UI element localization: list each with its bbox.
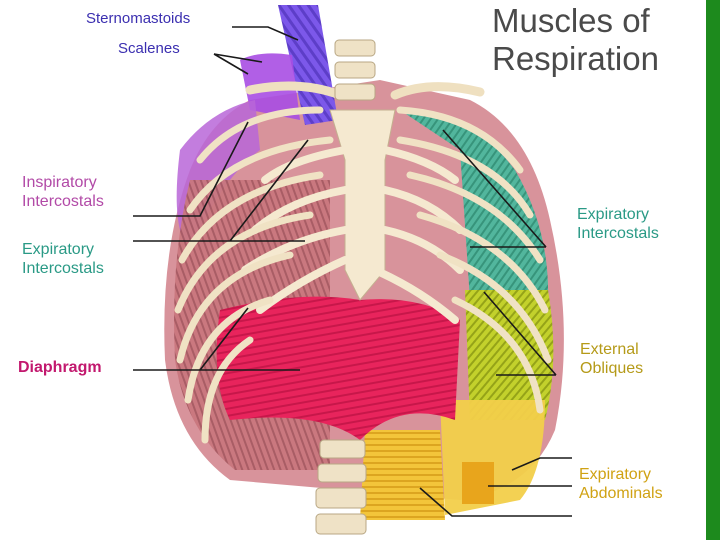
label-sternomastoids: Sternomastoids [86, 10, 190, 27]
label-abdominals-line-1: Expiratory [579, 466, 652, 483]
label-obliques-line-1: External [580, 341, 639, 358]
label-inspiratory-line-2: Intercostals [22, 193, 104, 210]
expiratory-abdominal [360, 430, 445, 520]
label-expiratory-intercostals-left: Expiratory Intercostals [22, 240, 104, 278]
clavicle-left [245, 81, 345, 100]
leader-expiratory-left [133, 139, 309, 242]
label-expiratory-left-line-1: Expiratory [22, 241, 95, 258]
label-scalenes-text: Scalenes [118, 40, 180, 57]
leader-scalenes [213, 53, 263, 75]
label-inspiratory-intercostals: Inspiratory Intercostals [22, 173, 104, 211]
label-inspiratory-line-1: Inspiratory [22, 174, 97, 191]
leader-lines [133, 26, 572, 517]
label-external-obliques: External Obliques [580, 340, 643, 378]
diagram-title: Muscles of Respiration [492, 2, 706, 78]
label-abdominals-line-2: Abdominals [579, 485, 663, 502]
label-expiratory-intercostals-right: Expiratory Intercostals [577, 205, 659, 243]
sternomastoid-muscle [278, 5, 338, 125]
costal-cartilage-left [241, 146, 349, 314]
label-obliques-line-2: Obliques [580, 360, 644, 377]
label-expiratory-abdominals: Expiratory Abdominals [579, 465, 663, 503]
ribs [174, 106, 552, 444]
leader-expiratory-right [442, 129, 547, 248]
leader-diaphragm [133, 307, 300, 371]
leader-abdominals-1 [511, 457, 572, 471]
abdominal-patch [462, 462, 494, 504]
title-line-1: Muscles of [492, 2, 650, 39]
label-sternomastoids-text: Sternomastoids [86, 10, 191, 27]
leader-inspiratory [133, 121, 249, 217]
label-diaphragm-text: Diaphragm [18, 359, 102, 376]
clavicle-right [390, 82, 485, 100]
label-expiratory-right-line-1: Expiratory [577, 206, 650, 223]
leader-sternomastoids [232, 26, 299, 41]
costal-cartilage-right [371, 146, 464, 324]
slide-edge-bar [706, 0, 720, 540]
right-rib-field [400, 110, 549, 300]
spine [315, 39, 376, 535]
title-line-2: Respiration [492, 40, 659, 77]
label-expiratory-right-line-2: Intercostals [577, 225, 659, 242]
label-expiratory-left-line-2: Intercostals [22, 260, 104, 277]
label-scalenes: Scalenes [118, 40, 180, 57]
diaphragm-muscle [216, 296, 460, 440]
leader-obliques [483, 291, 557, 376]
sternum [329, 109, 396, 301]
leader-abdominals-3 [419, 487, 572, 517]
label-diaphragm: Diaphragm [18, 358, 102, 377]
